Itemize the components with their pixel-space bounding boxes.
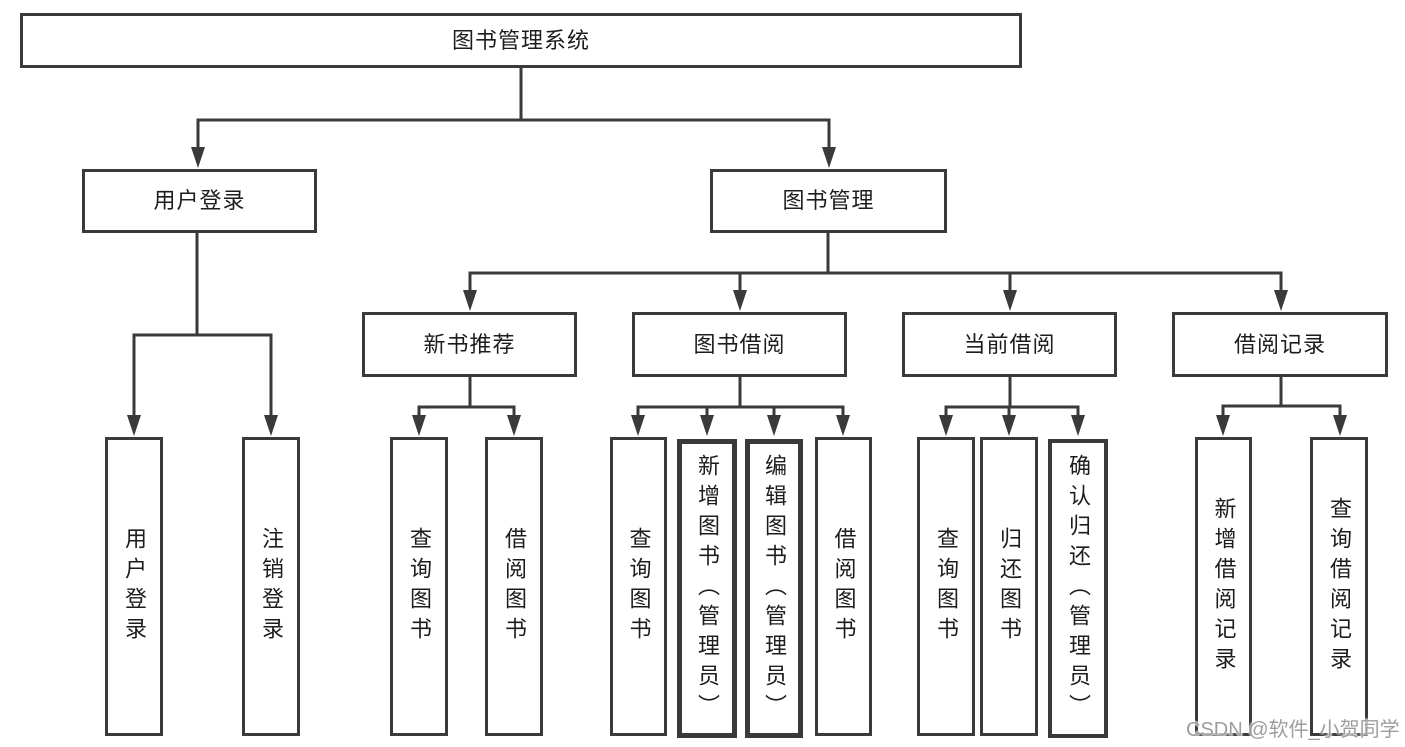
node-label: 借阅记录 — [1233, 331, 1326, 357]
watermark-text: CSDN @软件_小贺同学 — [1186, 719, 1400, 741]
leaf-query-books-borrow: 查询图书 — [610, 437, 667, 736]
node-label: 借阅图书 — [831, 526, 857, 647]
node-label: 新增借阅记录 — [1211, 496, 1237, 677]
leaf-return-books: 归还图书 — [980, 437, 1038, 736]
node-user-login: 用户登录 — [82, 169, 317, 233]
node-label: 当前借阅 — [963, 331, 1056, 357]
node-new-book-recommend: 新书推荐 — [362, 312, 577, 377]
node-label: 用户登录 — [153, 188, 246, 213]
node-label: 图书管理系统 — [451, 27, 590, 53]
node-label: 查询图书 — [407, 526, 432, 647]
node-label: 归还图书 — [997, 526, 1022, 647]
node-label: 注销登录 — [259, 526, 284, 647]
node-label: 查询借阅记录 — [1327, 496, 1352, 677]
node-book-management: 图书管理 — [710, 169, 947, 233]
node-label: 确认归还（管理员） — [1066, 453, 1091, 724]
arrowheads — [127, 147, 1347, 436]
node-borrowing-records: 借阅记录 — [1172, 312, 1388, 377]
node-label: 借阅图书 — [502, 526, 527, 647]
node-label: 图书管理 — [782, 188, 875, 213]
node-current-borrowing: 当前借阅 — [902, 312, 1117, 377]
node-book-borrowing: 图书借阅 — [632, 312, 847, 377]
leaf-edit-books-admin: 编辑图书（管理员） — [745, 439, 803, 738]
leaf-user-login: 用户登录 — [105, 437, 163, 736]
node-label: 查询图书 — [626, 526, 652, 647]
leaf-add-borrow-record: 新增借阅记录 — [1195, 437, 1252, 736]
leaf-borrow-books: 借阅图书 — [815, 437, 872, 736]
leaf-add-books-admin: 新增图书（管理员） — [677, 439, 737, 738]
leaf-query-books-recommend: 查询图书 — [390, 437, 448, 736]
node-library-management-system: 图书管理系统 — [20, 13, 1022, 68]
leaf-query-books-current: 查询图书 — [917, 437, 975, 736]
leaf-confirm-return-admin: 确认归还（管理员） — [1048, 439, 1108, 738]
node-label: 新增图书（管理员） — [695, 453, 720, 724]
leaf-logout: 注销登录 — [242, 437, 300, 736]
node-label: 用户登录 — [122, 526, 147, 647]
node-label: 新书推荐 — [423, 331, 516, 357]
node-label: 查询图书 — [934, 526, 959, 647]
node-label: 编辑图书（管理员） — [762, 453, 787, 724]
leaf-borrow-books-recommend: 借阅图书 — [485, 437, 543, 736]
leaf-query-borrow-record: 查询借阅记录 — [1310, 437, 1368, 736]
node-label: 图书借阅 — [693, 331, 786, 357]
